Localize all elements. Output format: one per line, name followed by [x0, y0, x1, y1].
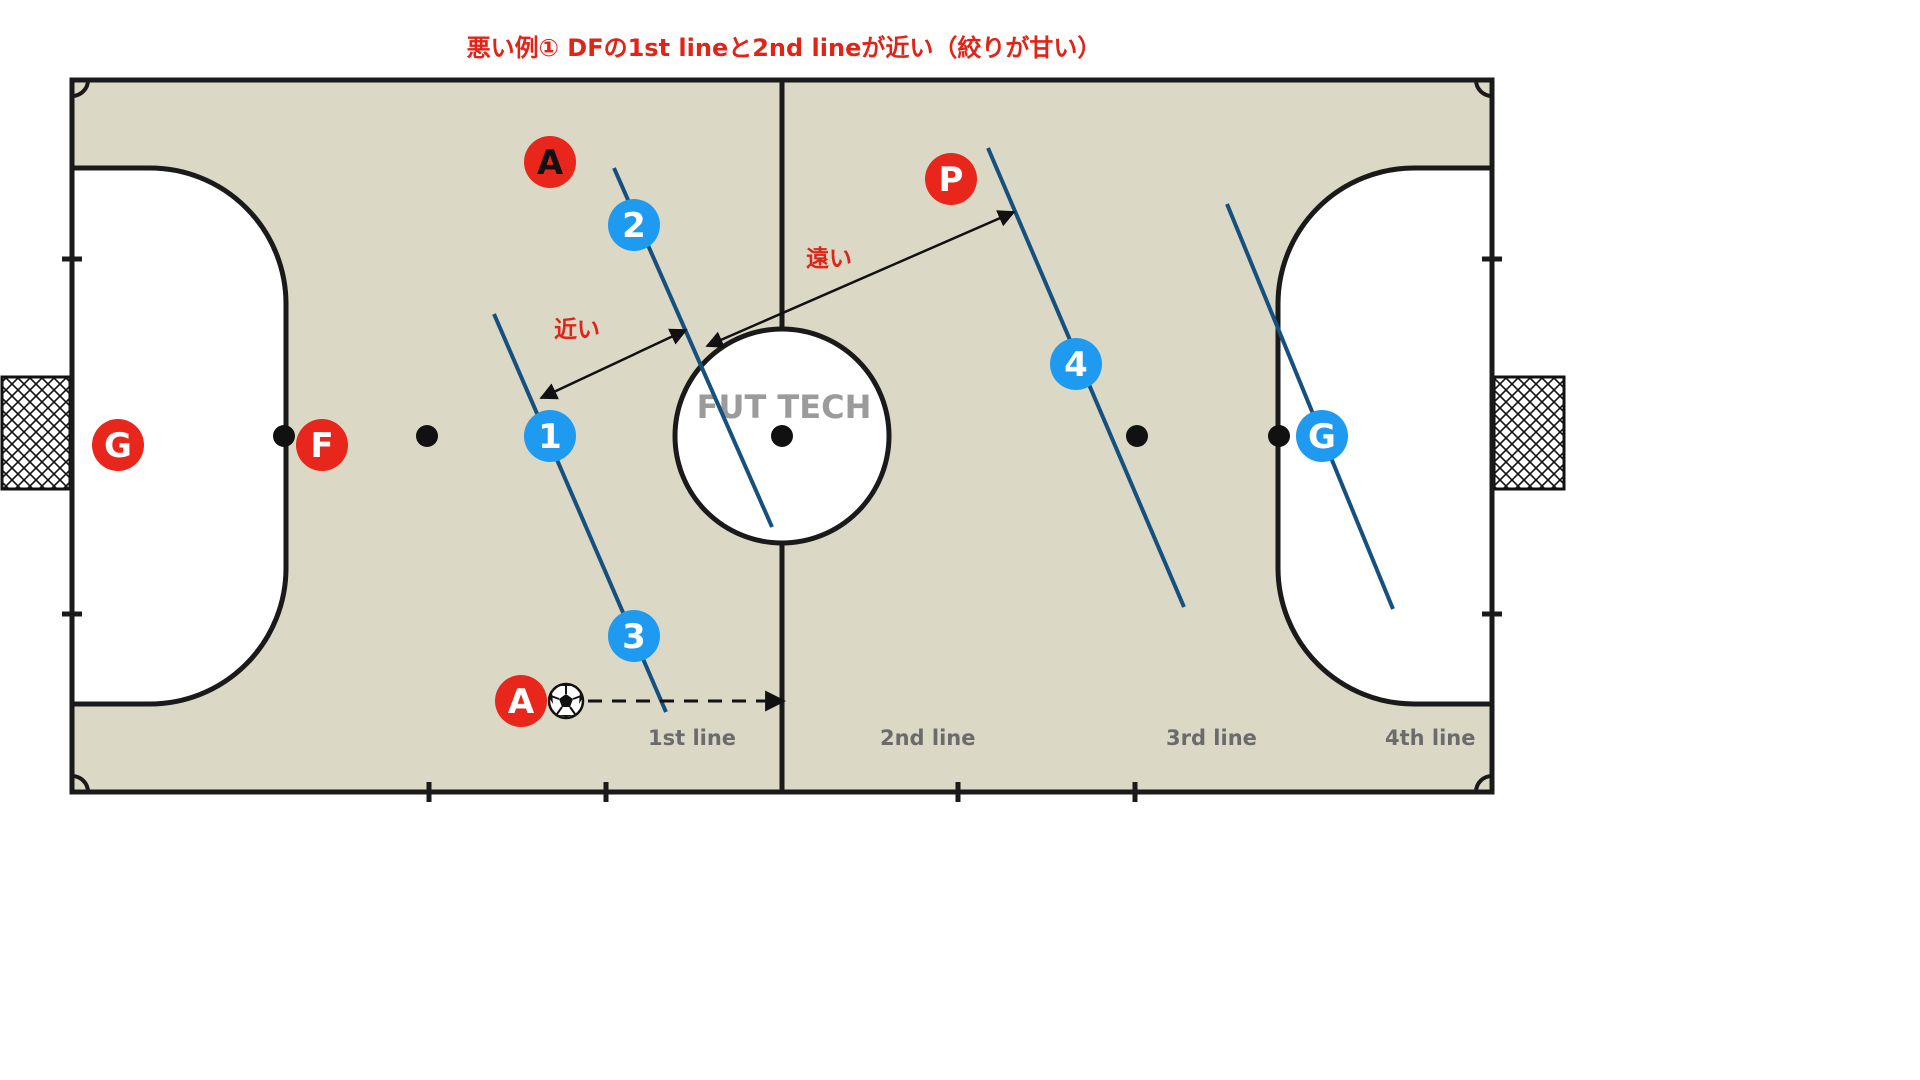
defense-line-fourth [1225, 203, 1395, 610]
far-distance-arrow [705, 210, 1016, 348]
attacker-pivo: P [925, 153, 977, 205]
corner-arc [71, 79, 90, 98]
diagram-title: 悪い例① DFの1st lineと2nd lineが近い（絞りが甘い） [466, 34, 1102, 62]
defender-1: 1 [524, 410, 576, 462]
second-line-label: 2nd line [880, 726, 976, 750]
defender-3: 3 [608, 610, 660, 662]
defender-goalkeeper: G [1296, 410, 1348, 462]
svg-text:G: G [1308, 417, 1336, 457]
first-line-label: 1st line [648, 726, 736, 750]
svg-text:A: A [508, 682, 535, 722]
right-goal-net-icon [1492, 375, 1566, 491]
near-distance-arrow [539, 328, 688, 400]
attacker-fixo: F [296, 419, 348, 471]
left-goal-net-icon [0, 375, 72, 491]
attacker-ala-top: A [524, 136, 576, 188]
corner-arc [1474, 79, 1493, 98]
right-penalty-area [1275, 165, 1495, 707]
svg-text:A: A [537, 143, 564, 183]
defender-4: 4 [1050, 338, 1102, 390]
near-annotation: 近い [554, 317, 600, 343]
penalty-spots [273, 425, 1290, 447]
svg-text:3: 3 [622, 617, 646, 657]
svg-text:F: F [310, 426, 333, 466]
svg-text:G: G [104, 426, 132, 466]
third-line-label: 3rd line [1166, 726, 1257, 750]
svg-text:1: 1 [538, 417, 562, 457]
corner-arc [1474, 774, 1493, 793]
corner-arc [71, 774, 90, 793]
futsal-court-diagram: FUT TECH 近い 遠い 1st line 2nd line 3rd lin… [0, 77, 1566, 802]
defender-2: 2 [608, 199, 660, 251]
attacker-goalkeeper: G [92, 419, 144, 471]
svg-text:P: P [939, 160, 964, 200]
svg-text:2: 2 [622, 206, 646, 246]
court-tick-marks [62, 256, 1502, 802]
far-annotation: 遠い [806, 245, 852, 272]
watermark: FUT TECH [697, 388, 872, 426]
left-penalty-area [69, 165, 289, 707]
svg-text:4: 4 [1064, 345, 1088, 385]
attacker-ala-bottom: A [495, 675, 547, 727]
fourth-line-label: 4th line [1385, 726, 1476, 750]
soccer-ball-icon [547, 682, 585, 720]
